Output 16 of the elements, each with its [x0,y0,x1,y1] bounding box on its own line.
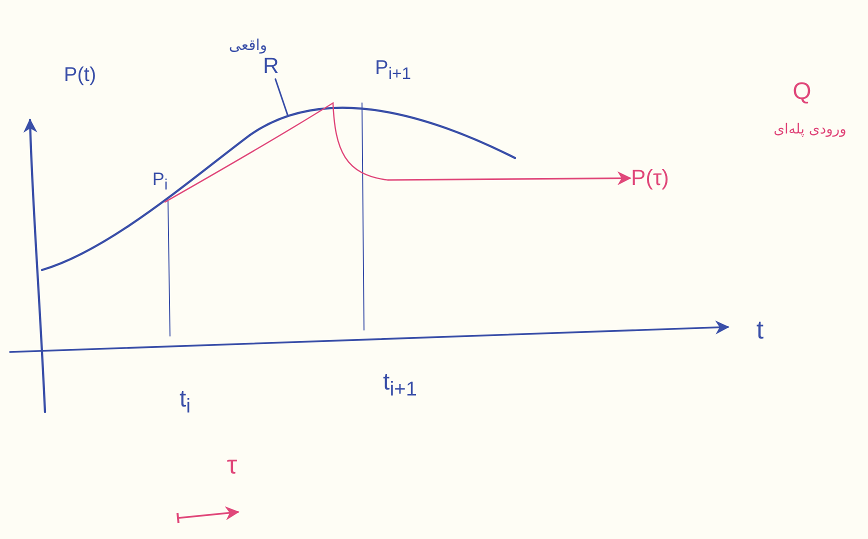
axis-label: P$_{i}$ [152,170,168,194]
leader-line [274,78,289,117]
approximation-curve [164,102,389,203]
curve-label: P(τ) [630,166,670,190]
axis-label: P(t) [64,64,96,86]
axis-label: t [756,316,764,344]
axis-label: t$_{i}$ [179,386,191,418]
note-text: واقعی [228,36,268,54]
axis-label: Q [792,78,812,106]
response-curve [248,106,516,160]
note-text: ورودی پله‌ای [774,122,846,138]
axis-label: P$_{i+1}$ [374,56,412,84]
axis-label: t$_{i+1}$ [383,370,417,400]
arrow [387,171,632,186]
axis-label: τ [226,450,238,480]
curve-label: R [263,54,279,78]
